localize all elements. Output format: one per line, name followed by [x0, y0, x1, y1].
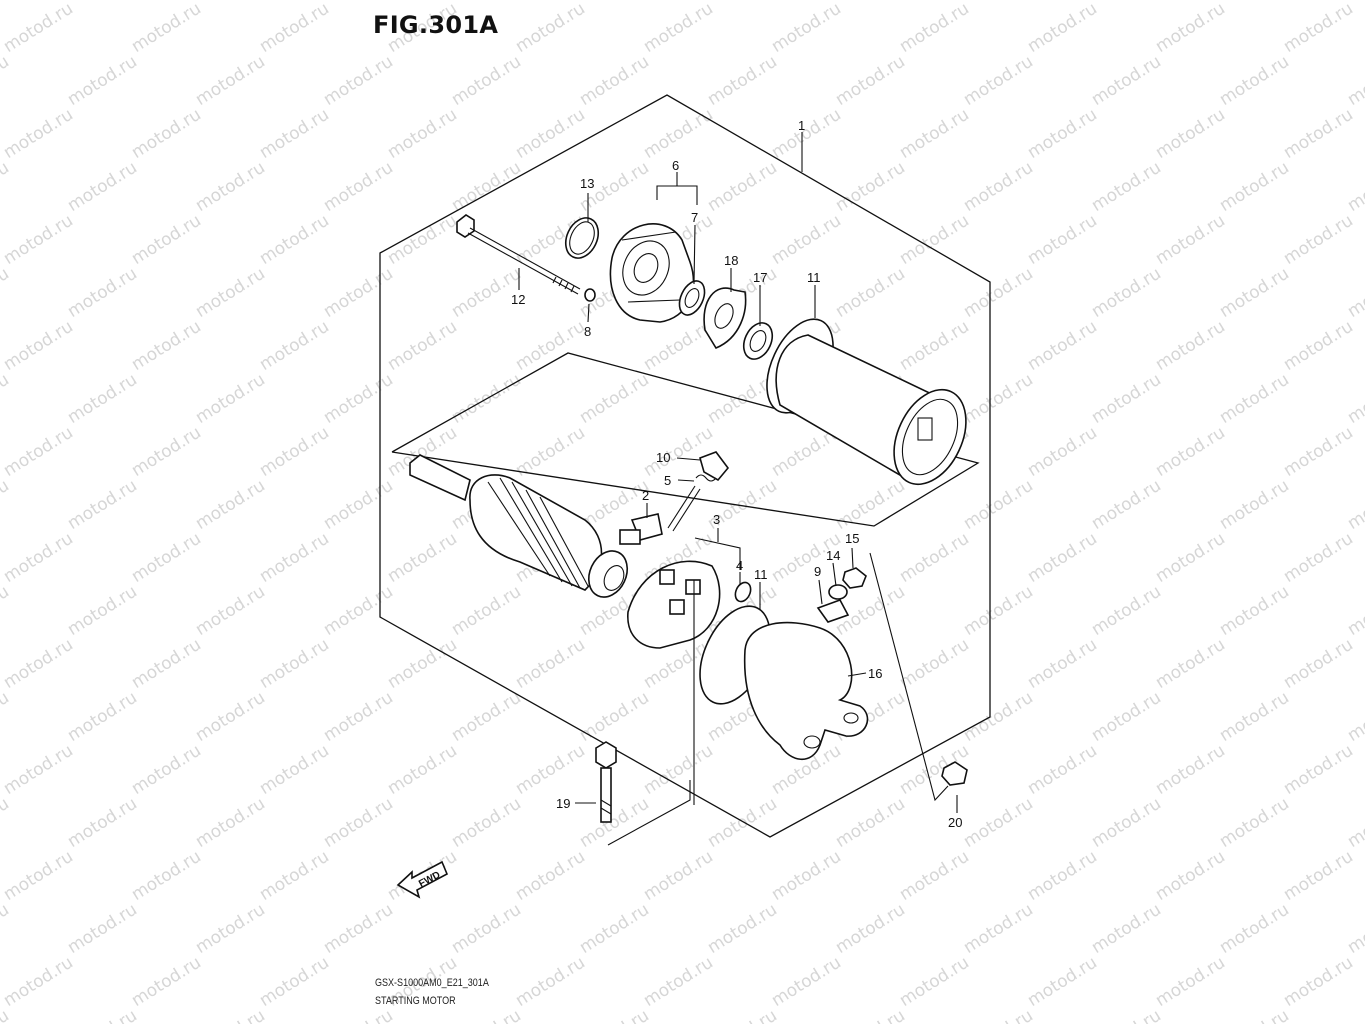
callout-6: 6 — [672, 158, 679, 173]
spring-part — [695, 474, 717, 482]
callout-19: 19 — [556, 796, 570, 811]
callout-9: 9 — [814, 564, 821, 579]
brush-holder-part — [627, 560, 721, 649]
end-cover-part — [743, 621, 869, 761]
terminal-bolt-part — [619, 485, 701, 545]
callout-16: 16 — [868, 666, 882, 681]
diagram-caption: STARTING MOTOR — [375, 995, 456, 1007]
callout-1: 1 — [798, 118, 805, 133]
model-code: GSX-S1000AM0_E21_301A — [375, 977, 489, 989]
callout-2: 2 — [642, 488, 649, 503]
bearing-part — [678, 280, 706, 316]
assembly-frame-inner — [391, 352, 980, 527]
washer-part — [584, 288, 596, 302]
figure-title: FIG.301A — [373, 11, 499, 39]
callout-11a: 11 — [807, 270, 821, 285]
callout-10: 10 — [656, 450, 670, 465]
callout-13: 13 — [580, 176, 594, 191]
callout-14: 14 — [826, 548, 840, 563]
flange-bolt-part — [595, 741, 617, 823]
yoke-housing-part — [775, 334, 967, 486]
callout-5: 5 — [664, 473, 671, 488]
callout-15: 15 — [845, 531, 859, 546]
o-ring-part — [564, 217, 600, 259]
callout-3: 3 — [713, 512, 720, 527]
nut-15-part — [842, 567, 867, 589]
callout-17: 17 — [753, 270, 767, 285]
callout-11b: 11 — [754, 567, 768, 582]
callout-8: 8 — [584, 324, 591, 339]
callout-12: 12 — [511, 292, 525, 307]
callout-20: 20 — [948, 815, 962, 830]
callout-4: 4 — [736, 558, 743, 573]
through-bolt-part — [456, 214, 581, 295]
thrust-washer-part — [742, 322, 774, 360]
lock-plate-part — [703, 287, 747, 350]
callout-18: 18 — [724, 253, 738, 268]
end-housing-part — [609, 223, 695, 323]
flange-nut-part — [941, 761, 968, 786]
cushion-part — [816, 599, 850, 623]
small-bearing-part — [734, 581, 752, 603]
callout-7: 7 — [691, 210, 698, 225]
armature-part — [409, 454, 629, 598]
assembly-frame-outer — [379, 94, 991, 838]
brush-clip-part — [699, 451, 730, 482]
fwd-arrow: FWD — [396, 860, 449, 899]
washer-14-part — [828, 584, 848, 600]
leader-lines — [518, 132, 958, 846]
